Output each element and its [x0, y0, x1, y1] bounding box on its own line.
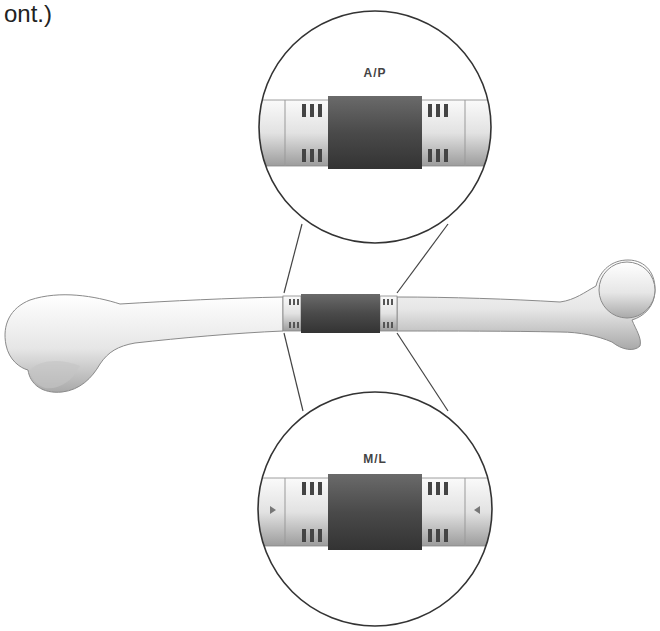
leader-line: [284, 333, 303, 411]
magnifier-circle: M/L: [257, 391, 493, 627]
text-holder: M/L: [257, 449, 493, 467]
leader-line: [284, 224, 302, 293]
magnified-implant: [255, 96, 495, 169]
circle-outline: [259, 11, 491, 243]
view-label: M/L: [360, 452, 390, 466]
femur-proximal: [397, 260, 655, 349]
magnified-implant: [255, 474, 495, 550]
implant: [283, 294, 397, 333]
condyle-shadow: [30, 361, 80, 388]
circle-outline: [258, 10, 492, 244]
text-holder: A/P: [258, 63, 492, 81]
femur-distal: [5, 295, 283, 392]
circle-outline: [258, 392, 492, 626]
leader-line: [397, 333, 448, 411]
magnifier-circle: A/P: [258, 10, 492, 244]
circle-outline: [257, 391, 493, 627]
view-label: A/P: [360, 66, 389, 80]
femoral-head: [599, 262, 655, 318]
leader-line: [397, 224, 448, 293]
continued-note: ont.): [4, 0, 52, 28]
